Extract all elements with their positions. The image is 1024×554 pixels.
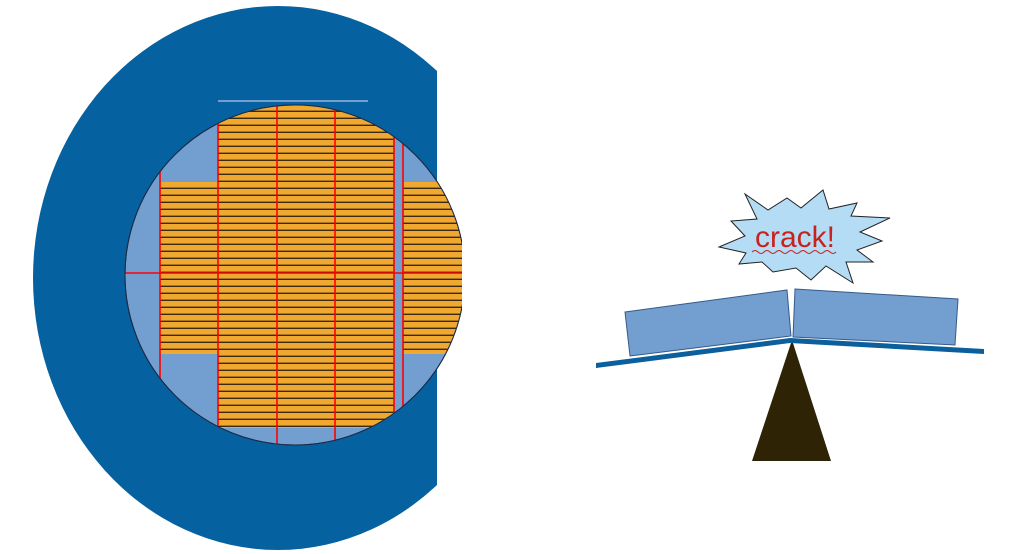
crack-label: crack! xyxy=(755,221,835,254)
wafer-top-flat xyxy=(218,100,368,102)
right-plank xyxy=(792,288,959,346)
fulcrum xyxy=(752,340,831,461)
spellcheck-underline xyxy=(751,250,837,254)
beam xyxy=(596,338,984,368)
carrier-ring xyxy=(33,6,437,550)
wafer xyxy=(124,104,462,446)
crack-burst: crack! xyxy=(717,189,891,285)
left-plank xyxy=(624,289,792,357)
seesaw xyxy=(596,288,984,461)
